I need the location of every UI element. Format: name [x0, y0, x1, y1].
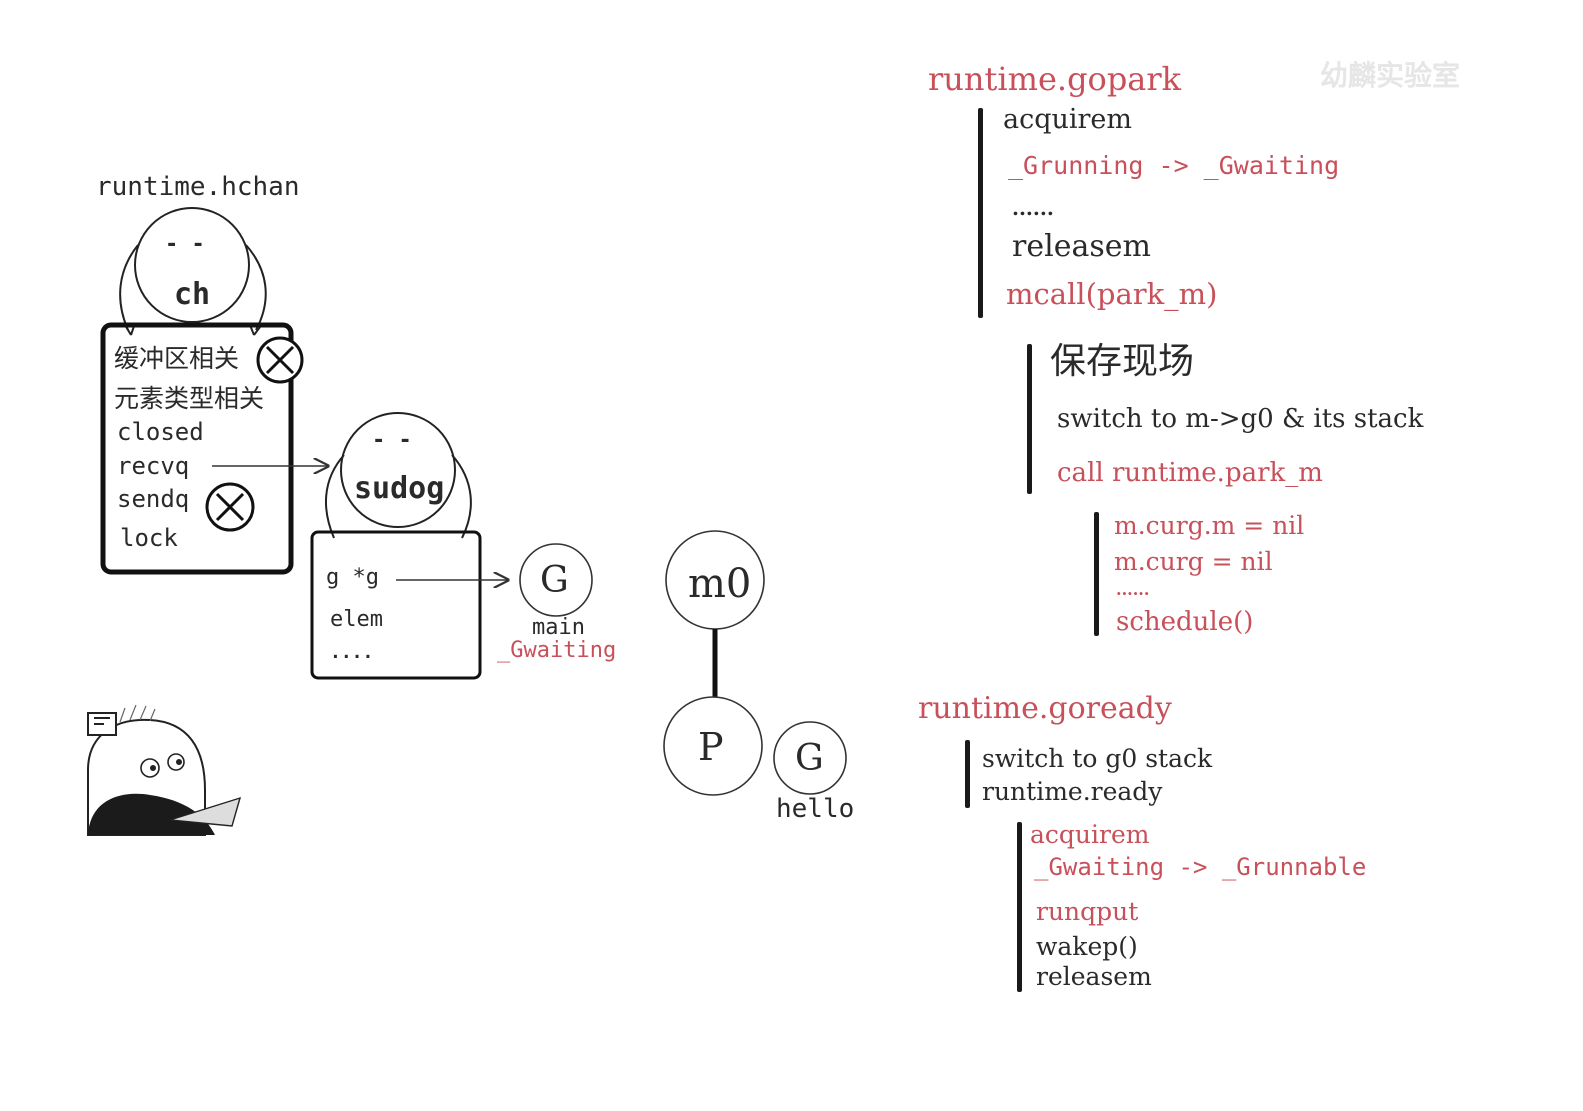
- sudog-eyes: - -: [372, 428, 412, 453]
- sudog-label: sudog: [354, 471, 445, 506]
- gopark-bar: [978, 108, 983, 318]
- ch-label: ch: [174, 277, 211, 312]
- ch-eyes: - -: [165, 232, 205, 257]
- ready-step-runqput: runqput: [1036, 897, 1139, 926]
- hchan-field-lock: lock: [120, 524, 178, 552]
- park-m-step-curg: m.curg = nil: [1114, 547, 1273, 576]
- g-main-label: G: [540, 560, 569, 601]
- gopark-step-mcall: mcall(park_m): [1006, 277, 1218, 311]
- p-circle: [663, 696, 763, 796]
- ready-step-releasem: releasem: [1036, 962, 1152, 991]
- ready-step-wakep: wakep(): [1036, 932, 1138, 961]
- park-m-step-curg-m: m.curg.m = nil: [1114, 511, 1305, 540]
- sudog-box: [310, 530, 482, 680]
- ch-character: [119, 207, 267, 336]
- ready-step-status: _Gwaiting -> _Grunnable: [1034, 853, 1367, 881]
- gopark-title: runtime.gopark: [928, 60, 1182, 98]
- gopark-step-status: _Grunning -> _Gwaiting: [1008, 151, 1340, 180]
- g-hello-name: hello: [776, 794, 855, 824]
- hchan-field-sendq: sendq: [117, 485, 190, 513]
- sendq-cross-icon: [205, 482, 255, 532]
- ready-step-acquirem: acquirem: [1030, 820, 1150, 849]
- hchan-field-recvq: recvq: [117, 452, 190, 480]
- mcall-bar: [1027, 344, 1032, 494]
- hchan-box: [100, 322, 294, 575]
- sudog-character: [325, 412, 472, 539]
- mcall-step-switch: switch to m->g0 & its stack: [1057, 404, 1424, 434]
- park-m-bar: [1094, 512, 1099, 636]
- goready-bar: [965, 740, 970, 808]
- mcall-heading: 保存现场: [1050, 341, 1195, 382]
- g-hello-circle: [773, 721, 847, 795]
- gopark-step-ellipsis: ......: [1012, 196, 1054, 220]
- mascot-logo: [87, 704, 242, 836]
- g-main-name: main: [532, 615, 585, 640]
- goready-step-switch: switch to g0 stack: [982, 744, 1213, 773]
- hchan-field-buffer: 缓冲区相关: [114, 344, 240, 373]
- gopark-step-acquirem: acquirem: [1003, 104, 1133, 135]
- g-main-state: _Gwaiting: [497, 638, 617, 663]
- park-m-step-ellipsis: ......: [1116, 580, 1150, 599]
- hchan-field-closed: closed: [117, 418, 204, 446]
- park-m-step-schedule: schedule(): [1116, 607, 1254, 637]
- watermark: 幼麟实验室: [1320, 59, 1461, 92]
- buffer-cross-icon: [256, 336, 304, 384]
- ready-bar: [1017, 822, 1022, 992]
- mcall-step-call: call runtime.park_m: [1057, 458, 1323, 488]
- g-main-circle: [519, 543, 593, 617]
- hchan-title: runtime.hchan: [96, 172, 300, 202]
- sudog-field-more: ....: [330, 642, 374, 663]
- goready-step-ready: runtime.ready: [982, 777, 1163, 806]
- sudog-field-g: g *g: [326, 565, 379, 590]
- m0-label: m0: [688, 561, 752, 607]
- goready-title: runtime.goready: [918, 691, 1172, 726]
- p-label: P: [698, 725, 724, 769]
- sudog-field-elem: elem: [330, 607, 383, 632]
- g-hello-label: G: [795, 738, 824, 779]
- hchan-field-elemtype: 元素类型相关: [114, 384, 265, 413]
- gopark-step-releasem: releasem: [1012, 229, 1151, 264]
